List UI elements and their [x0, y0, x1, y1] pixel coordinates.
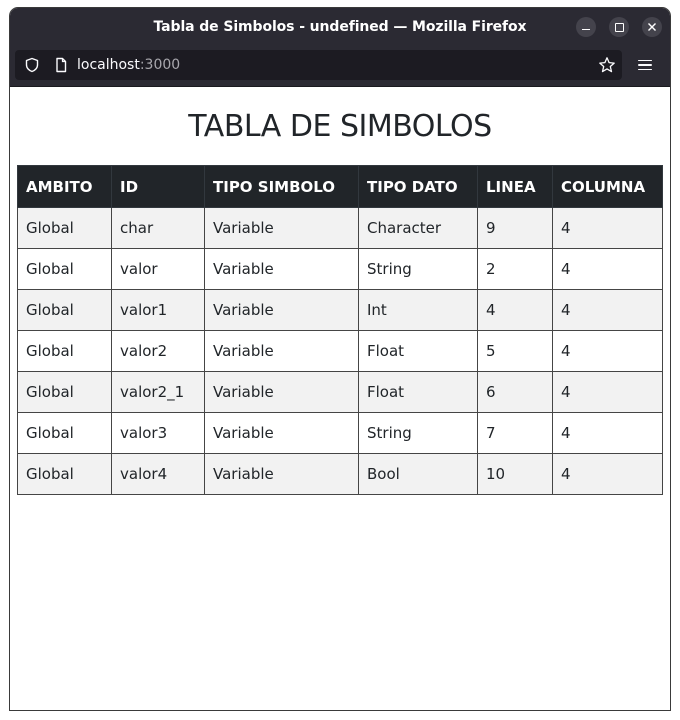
maximize-icon	[615, 23, 624, 32]
cell-tipo-simbolo: Variable	[204, 289, 359, 331]
header-tipo-dato: TIPO DATO	[358, 165, 478, 208]
cell-tipo-dato: Float	[358, 330, 478, 372]
url-text[interactable]: localhost:3000	[77, 50, 180, 80]
cell-tipo-dato: Int	[358, 289, 478, 331]
cell-tipo-simbolo: Variable	[204, 371, 359, 413]
cell-tipo-dato: Character	[358, 207, 478, 249]
cell-tipo-simbolo: Variable	[204, 330, 359, 372]
page-content: TABLA DE SIMBOLOS AMBITO ID TIPO SIMBOLO…	[10, 87, 670, 710]
cell-id: valor2_1	[111, 371, 205, 413]
cell-linea: 4	[477, 289, 553, 331]
cell-ambito: Global	[17, 330, 112, 372]
cell-columna: 4	[552, 453, 663, 495]
window-title: Tabla de Simbolos - undefined — Mozilla …	[153, 19, 527, 35]
cell-id: valor4	[111, 453, 205, 495]
url-bar[interactable]: localhost:3000	[15, 50, 622, 80]
cell-tipo-dato: Float	[358, 371, 478, 413]
star-icon[interactable]	[598, 56, 616, 74]
cell-linea: 9	[477, 207, 553, 249]
cell-columna: 4	[552, 248, 663, 290]
navigation-toolbar: localhost:3000	[10, 46, 670, 87]
cell-columna: 4	[552, 371, 663, 413]
cell-columna: 4	[552, 289, 663, 331]
cell-tipo-simbolo: Variable	[204, 412, 359, 454]
table-row: Global valor2_1 Variable Float 6 4	[17, 371, 663, 413]
header-linea: LINEA	[477, 165, 553, 208]
cell-linea: 2	[477, 248, 553, 290]
url-port: :3000	[139, 57, 181, 73]
table-row: Global valor3 Variable String 7 4	[17, 412, 663, 454]
cell-id: valor2	[111, 330, 205, 372]
cell-tipo-dato: String	[358, 248, 478, 290]
maximize-button[interactable]	[609, 17, 629, 37]
minimize-icon	[582, 29, 590, 31]
cell-id: char	[111, 207, 205, 249]
cell-ambito: Global	[17, 412, 112, 454]
table-row: Global valor1 Variable Int 4 4	[17, 289, 663, 331]
cell-linea: 5	[477, 330, 553, 372]
title-bar: Tabla de Simbolos - undefined — Mozilla …	[10, 8, 670, 46]
cell-ambito: Global	[17, 248, 112, 290]
cell-columna: 4	[552, 330, 663, 372]
cell-columna: 4	[552, 412, 663, 454]
cell-id: valor	[111, 248, 205, 290]
table-row: Global valor2 Variable Float 5 4	[17, 330, 663, 372]
close-button[interactable]	[642, 17, 662, 37]
cell-ambito: Global	[17, 289, 112, 331]
cell-linea: 7	[477, 412, 553, 454]
header-ambito: AMBITO	[17, 165, 112, 208]
cell-linea: 6	[477, 371, 553, 413]
minimize-button[interactable]	[576, 17, 596, 37]
cell-linea: 10	[477, 453, 553, 495]
cell-id: valor1	[111, 289, 205, 331]
header-id: ID	[111, 165, 205, 208]
table-row: Global valor Variable String 2 4	[17, 248, 663, 290]
table-header-row: AMBITO ID TIPO SIMBOLO TIPO DATO LINEA C…	[17, 165, 663, 208]
cell-tipo-simbolo: Variable	[204, 248, 359, 290]
cell-ambito: Global	[17, 453, 112, 495]
cell-tipo-dato: Bool	[358, 453, 478, 495]
menu-icon[interactable]	[635, 57, 655, 75]
header-tipo-simbolo: TIPO SIMBOLO	[204, 165, 359, 208]
cell-tipo-simbolo: Variable	[204, 453, 359, 495]
cell-tipo-dato: String	[358, 412, 478, 454]
browser-window: Tabla de Simbolos - undefined — Mozilla …	[9, 7, 671, 711]
page-title: TABLA DE SIMBOLOS	[188, 109, 492, 144]
page-icon	[56, 57, 67, 73]
header-columna: COLUMNA	[552, 165, 663, 208]
url-host: localhost	[77, 57, 140, 73]
table-row: Global valor4 Variable Bool 10 4	[17, 453, 663, 495]
cell-id: valor3	[111, 412, 205, 454]
cell-tipo-simbolo: Variable	[204, 207, 359, 249]
symbol-table: AMBITO ID TIPO SIMBOLO TIPO DATO LINEA C…	[17, 165, 663, 495]
cell-ambito: Global	[17, 371, 112, 413]
cell-columna: 4	[552, 207, 663, 249]
cell-ambito: Global	[17, 207, 112, 249]
shield-icon[interactable]	[24, 57, 40, 73]
table-row: Global char Variable Character 9 4	[17, 207, 663, 249]
close-icon	[648, 23, 656, 31]
